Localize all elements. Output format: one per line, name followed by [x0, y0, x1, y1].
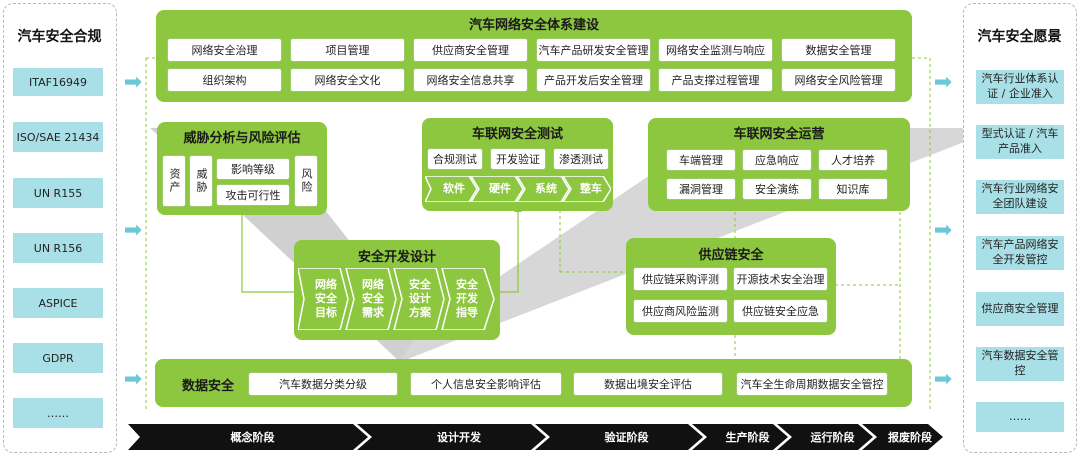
- system-item: 项目管理: [290, 38, 405, 62]
- right-arrow-icon: ➡: [123, 366, 143, 392]
- supply-item: 供应商风险监测: [633, 299, 728, 323]
- system-item: 网络安全监测与响应: [658, 38, 773, 62]
- right-item-0: 汽车行业体系认证 / 企业准入: [976, 70, 1064, 104]
- testing-title: 车联网安全测试: [471, 127, 563, 142]
- threat-asset: 资产: [162, 155, 186, 207]
- right-arrow-icon: ➡: [933, 217, 953, 243]
- dev-step: 安全开发指导: [456, 278, 478, 319]
- system-item: 数据安全管理: [781, 38, 896, 62]
- stage-label: 报废阶段: [888, 431, 932, 444]
- stage-label: 设计开发: [437, 431, 481, 444]
- left-item-0: ITAF16949: [13, 68, 103, 96]
- left-item-6: ……: [13, 398, 103, 428]
- data-security-title: 数据安全: [181, 379, 234, 394]
- left-item-4: ASPICE: [13, 288, 103, 318]
- threat-impact: 影响等级: [216, 158, 290, 180]
- right-arrow-icon: ➡: [123, 217, 143, 243]
- operations-item: 车端管理: [666, 149, 736, 171]
- left-item-3: UN R156: [13, 233, 103, 263]
- dev-step: 安全设计方案: [409, 278, 431, 319]
- threat-risk: 风险: [294, 155, 318, 207]
- data-security-item: 数据出境安全评估: [573, 372, 723, 396]
- system-item: 汽车产品研发安全管理: [536, 38, 651, 62]
- system-item: 网络安全信息共享: [413, 68, 528, 92]
- left-panel-title: 汽车安全合规: [17, 29, 102, 45]
- right-item-5: 汽车数据安全管控: [976, 347, 1064, 381]
- left-item-5: GDPR: [13, 343, 103, 373]
- flow-connector: [500, 212, 519, 293]
- left-item-1: ISO/SAE 21434: [13, 122, 103, 152]
- data-security-item: 汽车数据分类分级: [248, 372, 398, 396]
- stage-label: 运行阶段: [810, 431, 855, 444]
- testing-level: 硬件: [489, 182, 511, 196]
- system-item: 组织架构: [167, 68, 282, 92]
- testing-method: 开发验证: [490, 148, 546, 170]
- operations-item: 应急响应: [742, 149, 812, 171]
- right-arrow-icon: ➡: [933, 69, 953, 95]
- right-item-6: ……: [976, 402, 1064, 432]
- supply-item: 供应链安全应急: [733, 299, 828, 323]
- system-item: 网络安全治理: [167, 38, 282, 62]
- dev-steps-bar: [298, 268, 495, 330]
- right-arrow-icon: ➡: [123, 69, 143, 95]
- right-arrow-icon: ➡: [933, 366, 953, 392]
- supply-item: 供应链采购评测: [633, 267, 728, 291]
- data-security-item: 个人信息安全影响评估: [410, 372, 562, 396]
- left-item-2: UN R155: [13, 178, 103, 208]
- stage-label: 生产阶段: [725, 431, 770, 444]
- testing-level: 系统: [535, 182, 557, 196]
- operations-item: 漏洞管理: [666, 178, 736, 200]
- stage-label: 验证阶段: [604, 431, 649, 444]
- testing-level: 整车: [580, 182, 602, 196]
- supply-item: 开源技术安全治理: [733, 267, 828, 291]
- system-item: 产品支撑过程管理: [658, 68, 773, 92]
- testing-method: 渗透测试: [553, 148, 609, 170]
- operations-title: 车联网安全运营: [733, 127, 825, 142]
- dev-step: 网络安全目标: [315, 278, 337, 319]
- supply-title: 供应链安全: [698, 248, 764, 263]
- dev-step: 网络安全需求: [362, 278, 384, 319]
- system-item: 网络安全文化: [290, 68, 405, 92]
- right-item-1: 型式认证 / 汽车产品准入: [976, 125, 1064, 159]
- operations-item: 知识库: [818, 178, 888, 200]
- right-item-2: 汽车行业网络安全团队建设: [976, 180, 1064, 214]
- system-item: 网络安全风险管理: [781, 68, 896, 92]
- operations-item: 人才培养: [818, 149, 888, 171]
- operations-item: 安全演练: [742, 178, 812, 200]
- dev-title: 安全开发设计: [357, 250, 436, 265]
- system-item: 产品开发后安全管理: [536, 68, 651, 92]
- testing-method: 合规测试: [427, 148, 483, 170]
- right-panel-title: 汽车安全愿景: [977, 29, 1062, 45]
- threat-feasibility: 攻击可行性: [216, 184, 290, 206]
- threat-threat: 威胁: [189, 155, 213, 207]
- stage-bar: [128, 424, 943, 450]
- data-security-item: 汽车全生命周期数据安全管控: [736, 372, 888, 396]
- flow-connector: [241, 215, 295, 293]
- right-item-3: 汽车产品网络安全开发管控: [976, 236, 1064, 270]
- stage-label: 概念阶段: [230, 431, 275, 444]
- testing-level: 软件: [443, 182, 465, 196]
- threat-title: 威胁分析与风险评估: [183, 131, 301, 146]
- testing-levels-bar: [425, 176, 611, 202]
- system-title: 汽车网络安全体系建设: [468, 18, 599, 33]
- system-item: 供应商安全管理: [413, 38, 528, 62]
- right-item-4: 供应商安全管理: [976, 292, 1064, 326]
